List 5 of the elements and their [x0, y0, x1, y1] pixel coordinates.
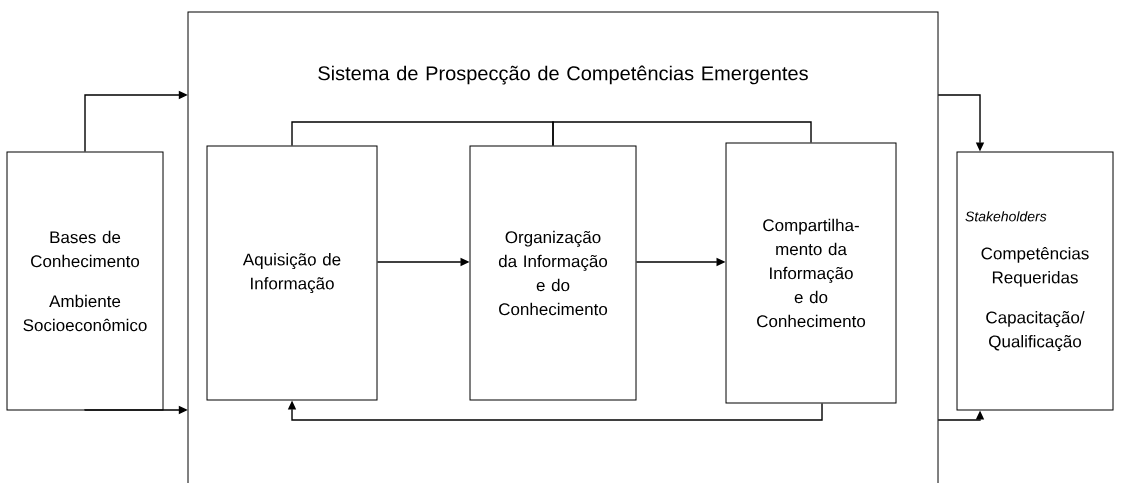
output-box: Stakeholders Competências Requeridas Capacitação/ Qualificação	[956, 151, 1114, 411]
source-box: Bases de Conhecimento Ambiente Socioeconômico	[6, 151, 164, 411]
process-box: Compartilha-mento da Informação e do Conhecimento	[725, 142, 897, 404]
process-box: Organização da Informação e do Conhecimento	[469, 145, 637, 401]
process-box: Aquisição de Informação	[206, 145, 378, 401]
